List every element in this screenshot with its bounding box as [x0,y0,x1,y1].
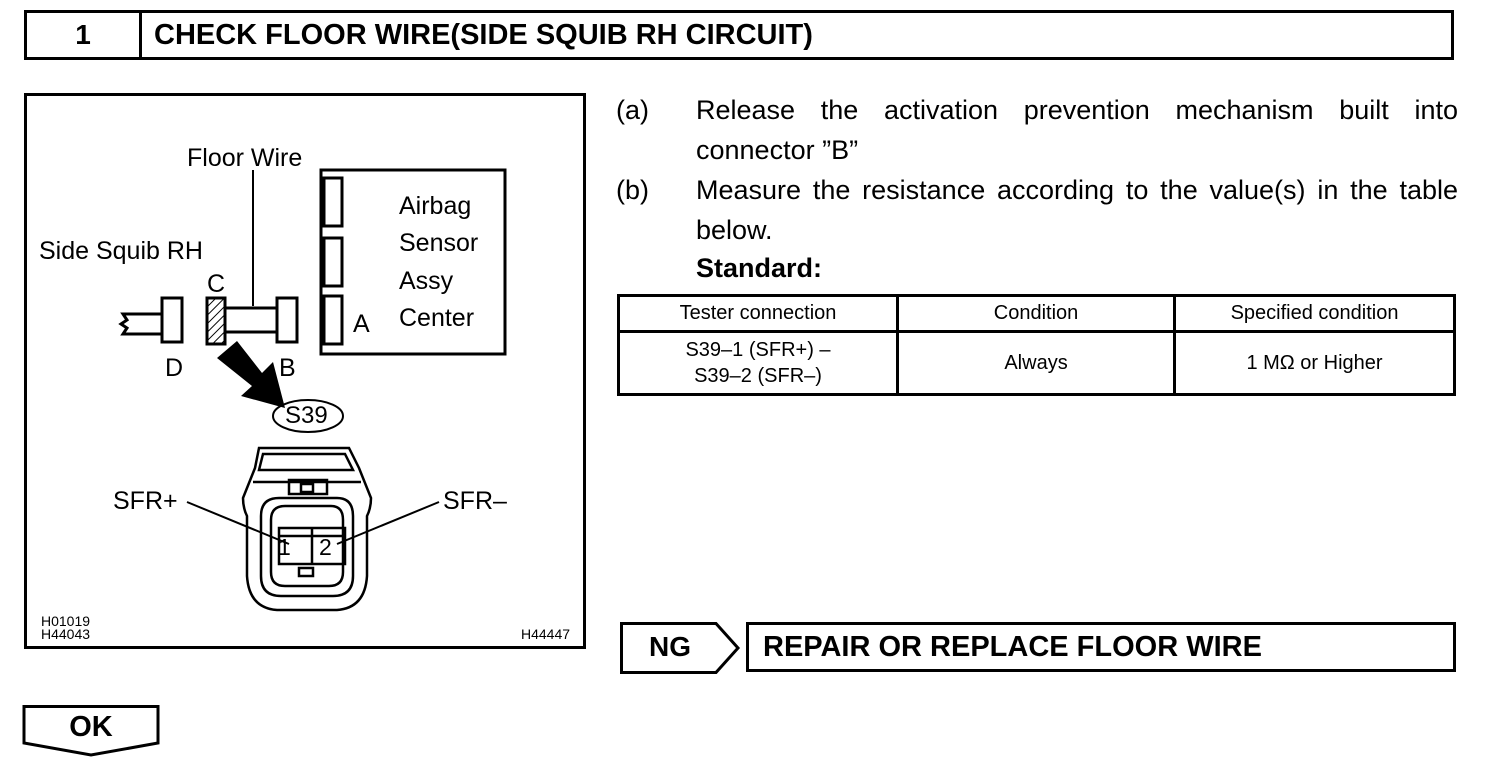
connector-s39-drawing [241,446,373,612]
connector-id-label: S39 [285,402,328,429]
ok-arrow-shape [22,705,160,757]
step-number: 1 [27,13,142,57]
connector-c [205,296,227,346]
figure-code-2: H44043 [41,626,91,642]
figure-code-1: H01019 [41,613,91,629]
squib-wire-end [118,312,164,336]
airbag-sensor-box [319,168,507,356]
connector-d-label: D [165,354,184,382]
step-header: 1 CHECK FLOOR WIRE(SIDE SQUIB RH CIRCUIT… [24,10,1454,60]
instruction-item: (a) Release the activation prevention me… [616,90,1458,170]
floor-wire-body [223,306,279,334]
sfr-minus-leader [336,501,440,545]
spec-table: Tester connection Condition Specified co… [616,294,1456,396]
sensor-label-line4: Center [399,304,475,332]
instruction-label: (b) [616,175,649,205]
connection-line-2: S39–2 (SFR–) [694,365,822,387]
pin-1-label: 1 [278,534,291,560]
sensor-label-line1: Airbag [399,192,472,220]
condition-cell: Always [896,330,1177,396]
connector-a-label: A [353,310,370,338]
connector-a [322,294,344,346]
connector-id-ellipse [272,399,344,433]
figure-code-3: H44447 [521,626,571,642]
ok-label: OK [69,710,113,743]
sfr-plus-leader [186,501,290,545]
side-squib-label: Side Squib RH [39,237,203,265]
standard-label: Standard: [696,253,823,283]
instruction-label: (a) [616,95,649,125]
table-row: S39–1 (SFR+) – S39–2 (SFR–) Always 1 MΩ … [616,330,1456,396]
step-title: CHECK FLOOR WIRE(SIDE SQUIB RH CIRCUIT) [154,18,813,51]
sfr-minus-label: SFR– [443,487,507,515]
table-header-cell: Condition [896,294,1177,333]
ng-label: NG [649,631,691,662]
wiring-illustration: Floor Wire Airbag Sensor Assy Center Sid… [24,93,586,649]
connector-c-label: C [207,270,226,298]
instruction-item: (b) Measure the resistance according to … [616,170,1458,250]
sensor-label-line2: Sensor [399,229,479,257]
table-header-row: Tester connection Condition Specified co… [616,294,1456,333]
ng-arrow-shape [620,622,741,674]
table-header-cell: Tester connection [616,294,900,333]
table-header-cell: Specified condition [1173,294,1456,333]
connector-d [160,296,184,344]
ng-action-box: REPAIR OR REPLACE FLOOR WIRE [746,622,1456,672]
wiring-diagram [118,168,507,612]
sensor-slot-1 [322,176,344,228]
direction-arrow [217,341,285,408]
tester-connection-cell: S39–1 (SFR+) – S39–2 (SFR–) [616,330,900,396]
floor-wire-label: Floor Wire [187,144,303,172]
sensor-label-line3: Assy [399,267,454,295]
sfr-plus-label: SFR+ [113,487,178,515]
instruction-list: (a) Release the activation prevention me… [616,90,1458,250]
pin-2-label: 2 [319,534,332,560]
specified-condition-cell: 1 MΩ or Higher [1173,330,1456,396]
connection-line-1: S39–1 (SFR+) – [685,339,831,361]
connector-b-label: B [279,354,296,382]
sensor-slot-2 [322,236,344,288]
connector-b [275,296,299,344]
instruction-text: Release the activation prevention mechan… [696,95,1458,165]
instruction-text: Measure the resistance according to the … [696,175,1458,245]
